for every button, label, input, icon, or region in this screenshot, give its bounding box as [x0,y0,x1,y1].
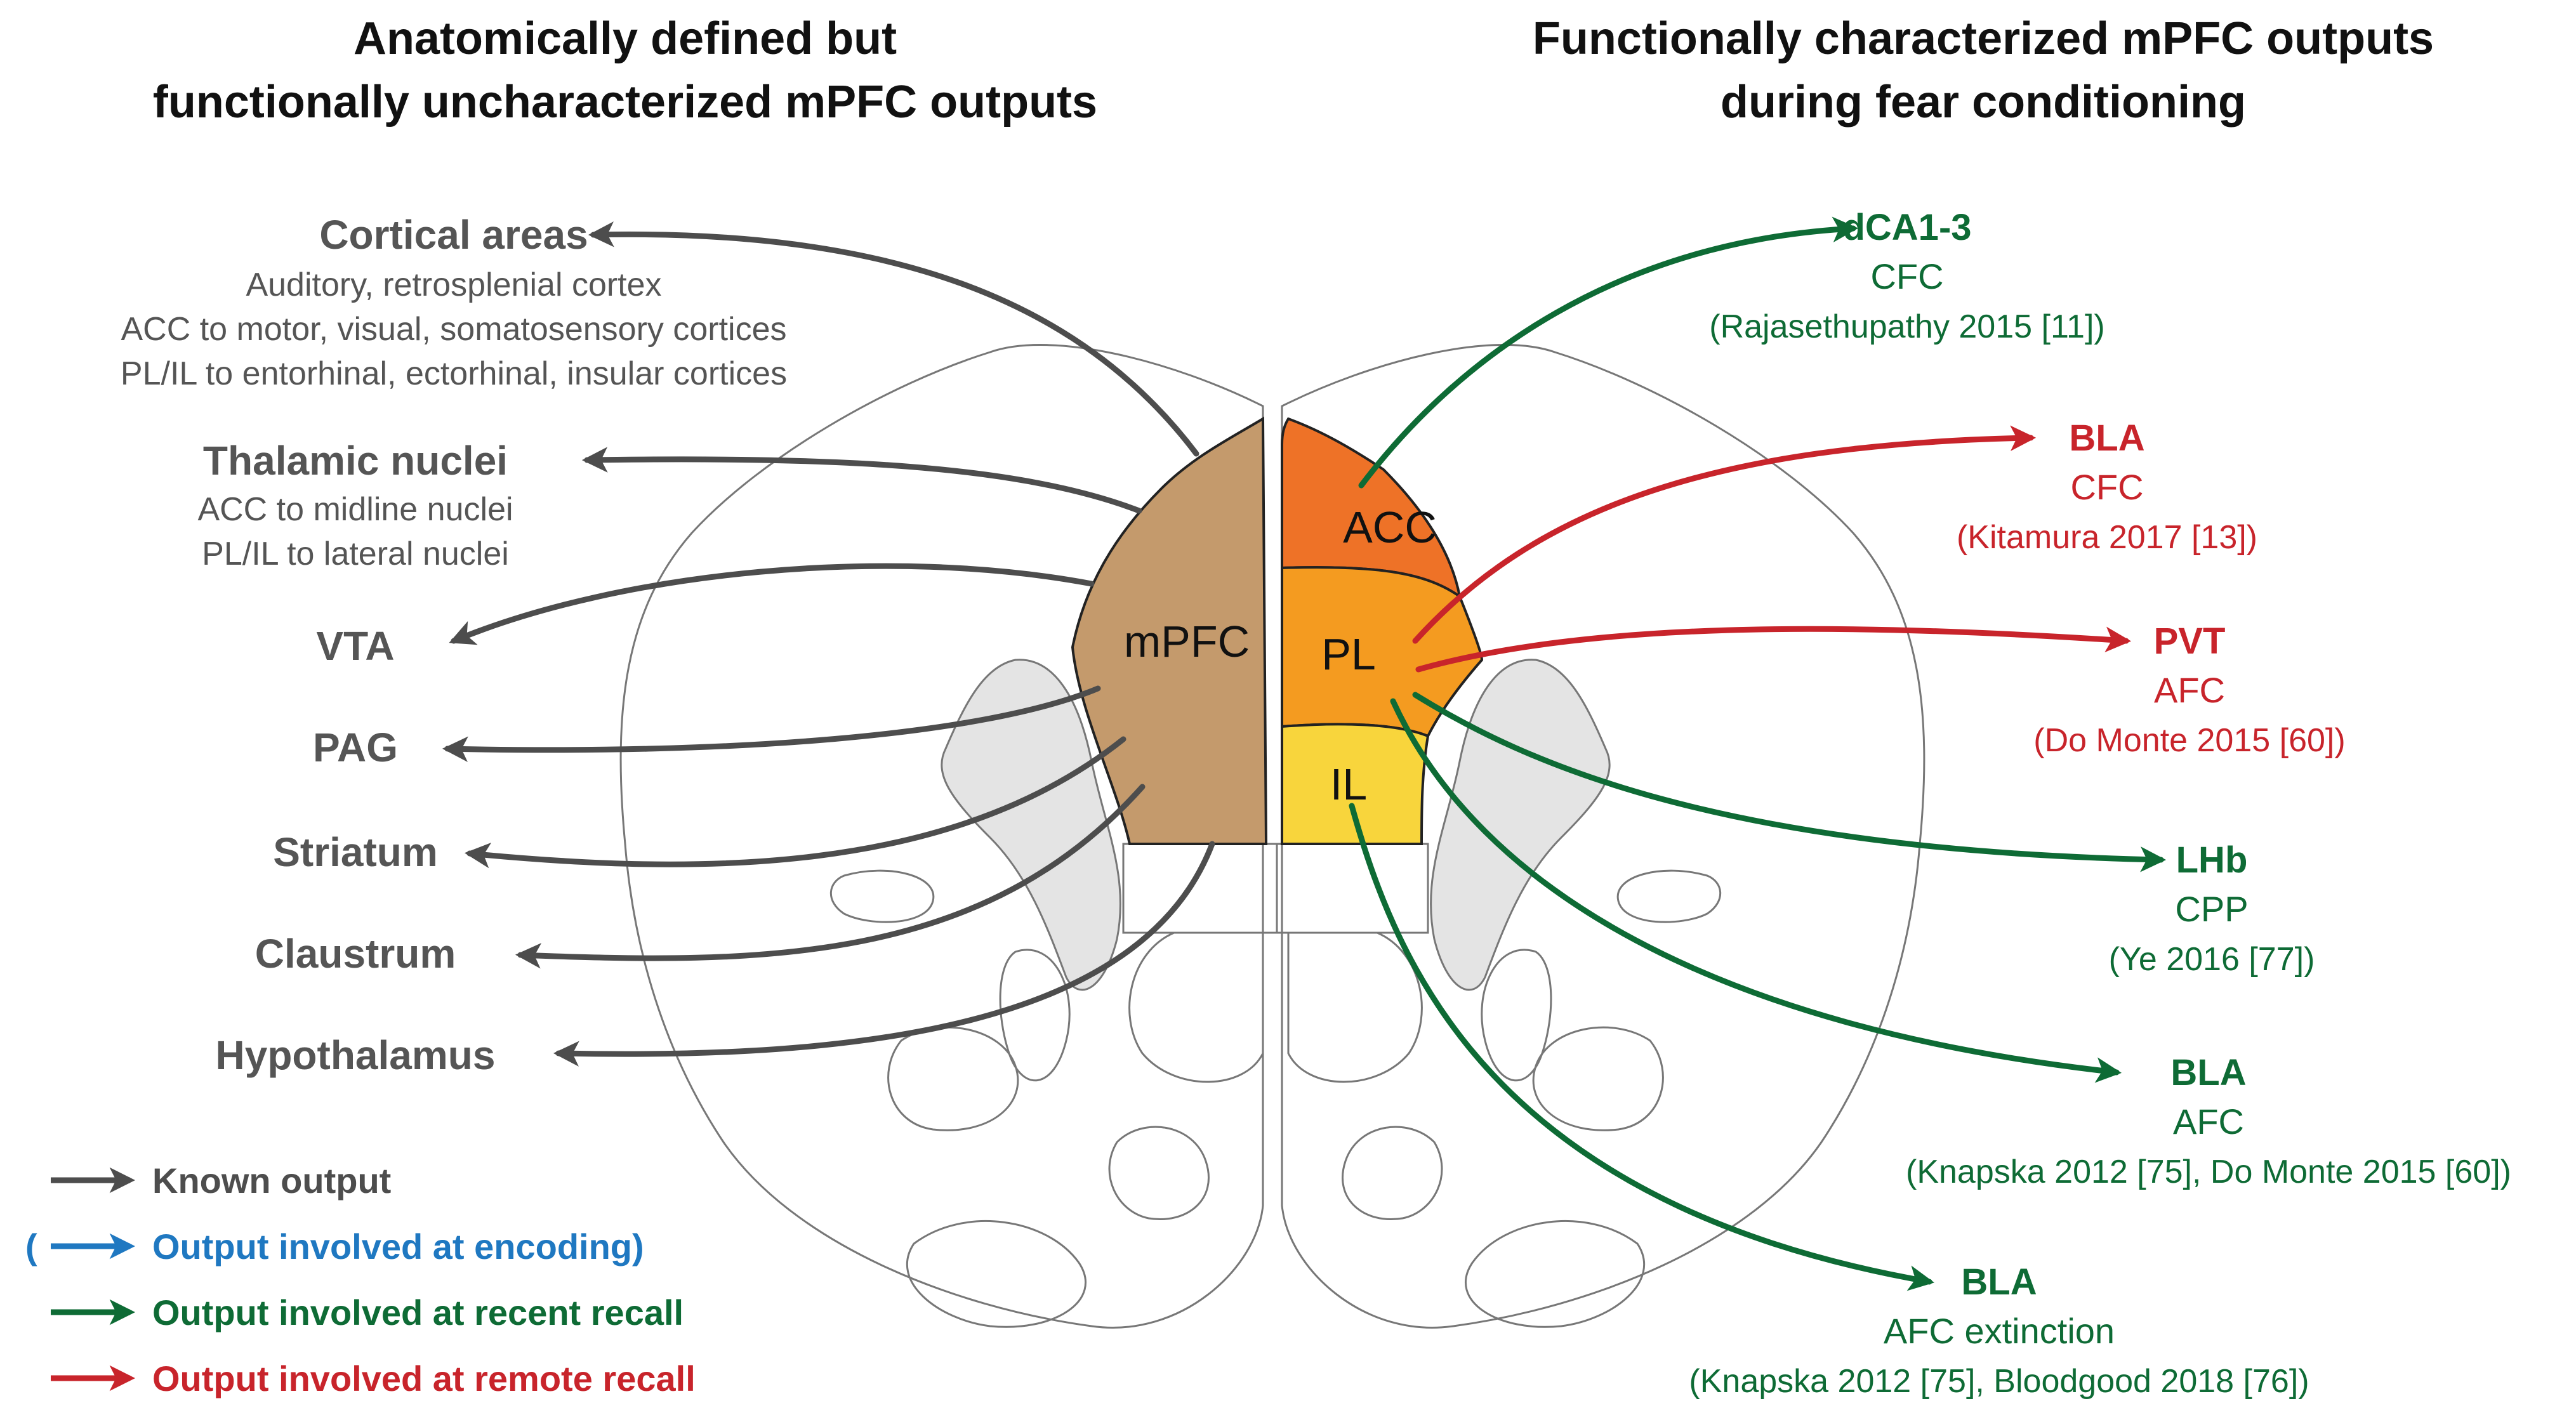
arrow-pag [442,685,1101,762]
lhb-paradigm: CPP [2175,889,2248,929]
thalamic-detail-2: PL/IL to lateral nuclei [202,536,509,572]
arrow-bla-cfc [1412,425,2037,644]
mpfc-label: mPFC [1124,617,1250,666]
lhb-ref: (Ye 2016 [77]) [2109,941,2315,978]
brain-section-outline [619,344,1925,1329]
pvt-paradigm: AFC [2154,670,2225,710]
dca1-3-ref: (Rajasethupathy 2015 [11]) [1709,308,2104,345]
pl-label: PL [1321,629,1376,679]
arrow-striatum [464,736,1126,869]
pvt-ref: (Do Monte 2015 [60]) [2033,722,2345,759]
left-output-labels: Cortical areas Auditory, retrosplenial c… [121,212,787,1078]
arrow-bla-afc [1390,698,2122,1083]
bla-afc-extinction-label: BLA [1961,1261,2037,1303]
arrow-lhb [1412,692,2167,872]
il-label: IL [1330,760,1367,809]
arrow-cortical [588,221,1199,457]
il-region [1281,723,1430,845]
striatum-label: Striatum [273,829,438,875]
arrow-pvt [1415,626,2132,673]
right-gray-structure [1430,659,1611,991]
arrow-claustrum [515,784,1146,969]
arrow-hypothalamus [553,841,1215,1067]
right-header-line1: Functionally characterized mPFC outputs [1533,13,2434,64]
legend-known-label: Known output [152,1161,391,1201]
cortical-areas-label: Cortical areas [319,212,588,258]
cortical-detail-3: PL/IL to entorhinal, ectorhinal, insular… [121,355,787,392]
known-output-arrows [442,221,1215,1067]
bla-cfc-ref: (Kitamura 2017 [13]) [1957,519,2257,556]
bla-afc-extinction-paradigm: AFC extinction [1884,1311,2115,1351]
legend-recent-label: Output involved at recent recall [152,1293,684,1332]
acc-label: ACC [1343,503,1437,552]
legend: Known output ( Output involved at encodi… [25,1161,696,1398]
claustrum-label: Claustrum [255,931,456,977]
vta-label: VTA [316,623,394,669]
thalamic-nuclei-label: Thalamic nuclei [203,438,508,484]
bla-afc-label: BLA [2170,1052,2246,1093]
legend-encoding-label: Output involved at encoding) [152,1227,644,1267]
right-header-line2: during fear conditioning [1721,77,2246,128]
arrow-vta [449,563,1095,645]
bla-afc-ref: (Knapska 2012 [75], Do Monte 2015 [60]) [1906,1154,2511,1190]
hypothalamus-label: Hypothalamus [216,1032,496,1078]
bla-cfc-label: BLA [2069,418,2144,459]
dca1-3-paradigm: CFC [1870,256,1943,296]
legend-encoding-paren: ( [25,1227,37,1267]
characterized-output-arrows [1349,216,2167,1291]
cortical-detail-1: Auditory, retrosplenial cortex [246,266,661,303]
arrow-bla-afc-extinction [1349,803,1934,1291]
lhb-label: LHb [2176,839,2248,881]
thalamic-detail-1: ACC to midline nuclei [197,491,513,528]
bla-afc-paradigm: AFC [2173,1102,2244,1142]
bla-afc-extinction-ref: (Knapska 2012 [75], Bloodgood 2018 [76]) [1689,1363,2309,1400]
pvt-label: PVT [2154,621,2226,662]
pag-label: PAG [313,725,398,770]
acc-region [1281,417,1462,600]
arrow-thalamic [581,447,1142,514]
pl-region [1281,566,1484,738]
bla-cfc-paradigm: CFC [2070,467,2143,507]
left-header-line1: Anatomically defined but [353,13,897,64]
right-output-labels: dCA1-3 CFC (Rajasethupathy 2015 [11]) BL… [1689,207,2511,1400]
legend-remote-label: Output involved at remote recall [152,1359,696,1398]
arrow-dca1-3 [1358,216,1859,489]
left-header-line2: functionally uncharacterized mPFC output… [153,77,1097,128]
dca1-3-label: dCA1-3 [1842,207,1971,248]
cortical-detail-2: ACC to motor, visual, somatosensory cort… [121,311,786,348]
